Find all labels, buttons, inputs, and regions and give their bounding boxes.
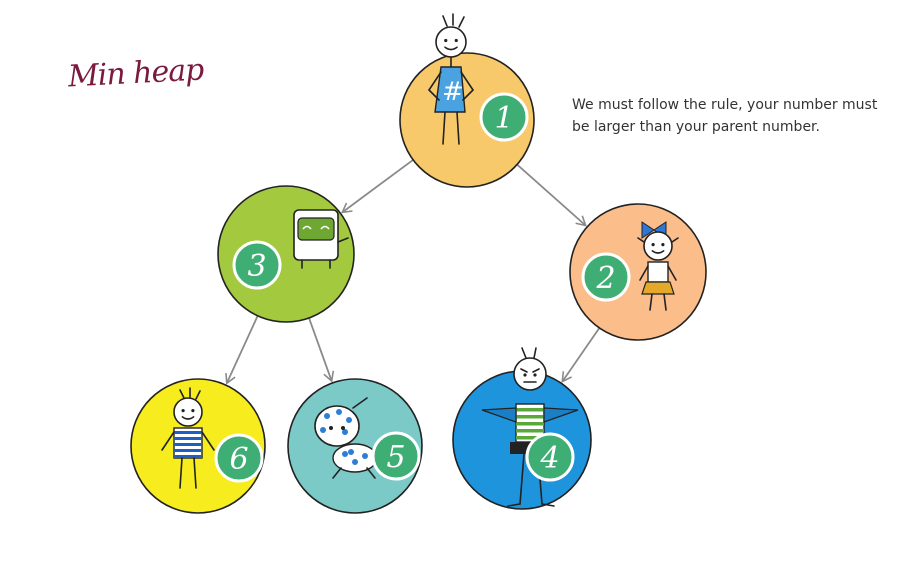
node-circle (399, 52, 535, 188)
heap-node-3: 3 (217, 185, 355, 323)
node-number-badge: 6 (214, 433, 264, 483)
edge-n1-n2 (511, 159, 587, 227)
edge-n1-n3 (340, 155, 419, 214)
node-number: 5 (386, 440, 405, 475)
girl-hash-dress-icon: # (428, 13, 474, 145)
edge-n2-n4 (561, 322, 604, 383)
heap-node-1: #1 (399, 13, 535, 188)
node-number: 2 (595, 261, 615, 296)
edge-n3-n5 (306, 312, 335, 383)
node-number: 1 (494, 101, 513, 136)
spotted-bug-icon (314, 397, 378, 479)
nodes-layer: #1 3 2 6 5 4 (130, 13, 707, 514)
edges-layer (225, 155, 604, 385)
boy-striped-shirt-icon (161, 387, 215, 489)
girl-with-bow-icon (637, 221, 679, 311)
node-number-badge: 3 (232, 240, 282, 290)
edge-n3-n6 (225, 309, 261, 385)
heap-node-6: 6 (130, 378, 266, 514)
svg-text:#: # (442, 77, 464, 107)
node-number: 4 (539, 441, 559, 476)
node-number: 3 (247, 249, 266, 284)
node-number-badge: 2 (581, 252, 631, 302)
heap-node-5: 5 (287, 378, 423, 514)
green-box-icon (293, 209, 349, 269)
node-circle (569, 203, 707, 341)
node-number: 6 (229, 442, 248, 477)
rule-note: We must follow the rule, your number mus… (572, 97, 878, 135)
node-number-badge: 4 (525, 432, 575, 482)
heap-node-4: 4 (452, 347, 592, 510)
node-number-badge: 5 (371, 431, 421, 481)
heap-node-2: 2 (569, 203, 707, 341)
node-number-badge: 1 (479, 92, 529, 142)
